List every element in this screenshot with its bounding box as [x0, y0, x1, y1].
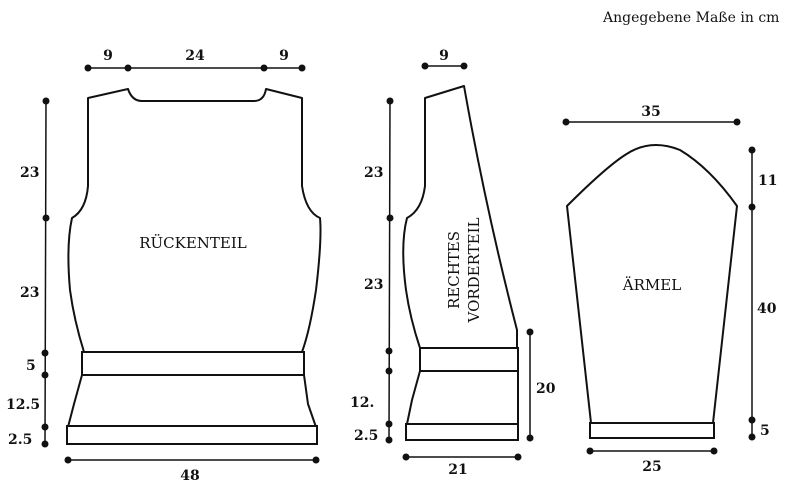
front-shoulder-value: 9 [439, 48, 449, 64]
front-dim-dot [526, 434, 534, 442]
sleeve-cuff-value: 5 [760, 423, 770, 439]
back-waist-rib-band [81, 351, 305, 376]
front-dim-dot [385, 367, 393, 375]
back-dim-dot [41, 371, 49, 379]
sleeve-dim-dot [748, 433, 756, 441]
back-height-dimension-line [44, 100, 47, 445]
back-shoulder-right-value: 9 [279, 48, 289, 64]
measurement-caption: Angegebene Maße in cm [603, 10, 780, 26]
front-width-value: 21 [448, 462, 467, 478]
sleeve-piece: ÄRMEL 35 11 40 5 25 [562, 104, 777, 475]
back-neck-width-value: 24 [185, 48, 205, 64]
sleeve-dim-dot [748, 146, 756, 154]
front-dim-dot [526, 328, 534, 336]
front-dim-dot [514, 453, 522, 461]
sleeve-dim-dot [748, 203, 756, 211]
front-piece-label: RECHTES VORDERTEIL [445, 217, 483, 323]
sleeve-outline [566, 144, 738, 424]
back-dim-dot [41, 423, 49, 431]
back-dim-dot [41, 349, 49, 357]
back-dim-dot [42, 214, 50, 222]
back-dim-dot [64, 456, 72, 464]
back-hem-band-value: 2.5 [8, 432, 32, 448]
back-armhole-height-value: 23 [20, 165, 39, 181]
front-piece-label-line1: RECHTES [445, 231, 463, 309]
front-armhole-height-value: 23 [364, 165, 383, 181]
back-lower-part [67, 374, 317, 428]
front-hem-band [405, 423, 519, 441]
back-shoulder-left-value: 9 [103, 48, 113, 64]
front-dim-dot [385, 436, 393, 444]
front-lower-height-value: 12. [350, 395, 374, 411]
back-dim-dot [41, 440, 49, 448]
sleeve-cuff-band [589, 422, 715, 439]
back-side-height-value: 23 [20, 285, 39, 301]
back-dim-dot [312, 456, 320, 464]
sleeve-dim-dot [733, 118, 741, 126]
back-width-value: 48 [180, 468, 199, 484]
sleeve-length-value: 40 [757, 301, 777, 317]
front-hem-band-value: 2.5 [354, 428, 378, 444]
sleeve-top-width-value: 35 [641, 104, 660, 120]
back-piece-outline [67, 88, 322, 353]
sleeve-cuff-width-value: 25 [642, 459, 661, 475]
front-dim-dot [386, 214, 394, 222]
sleeve-cap-height-value: 11 [758, 173, 777, 189]
back-hem-band [66, 425, 318, 445]
front-waist-rib-band [419, 347, 519, 372]
back-dim-dot [84, 64, 92, 72]
sleeve-dim-dot [748, 416, 756, 424]
sleeve-dim-dot [710, 447, 718, 455]
sleeve-dim-dot [586, 447, 594, 455]
back-dim-dot [260, 64, 268, 72]
front-height-dimension-line [388, 100, 391, 441]
front-lower-part [406, 370, 519, 425]
back-piece: RÜCKENTEIL 9 24 9 23 23 5 12.5 2.5 48 [6, 48, 322, 484]
back-dim-dot [42, 97, 50, 105]
front-piece: RECHTES VORDERTEIL 9 23 23 12. 2.5 20 21 [350, 48, 556, 478]
front-piece-outline [402, 85, 518, 349]
front-side-height-value: 23 [364, 277, 383, 293]
front-dim-dot [386, 97, 394, 105]
front-dim-dot [402, 453, 410, 461]
back-dim-dot [298, 64, 306, 72]
front-piece-label-line2: VORDERTEIL [465, 217, 483, 323]
front-dim-dot [385, 420, 393, 428]
front-dim-dot [460, 62, 468, 70]
back-piece-label: RÜCKENTEIL [139, 234, 247, 252]
back-dim-dot [124, 64, 132, 72]
back-rib-band-value: 5 [26, 358, 36, 374]
sleeve-dim-dot [562, 118, 570, 126]
front-dim-dot [385, 347, 393, 355]
back-lower-height-value: 12.5 [6, 397, 40, 413]
front-edge-value: 20 [536, 381, 556, 397]
sleeve-label: ÄRMEL [622, 276, 681, 294]
front-dim-dot [421, 62, 429, 70]
